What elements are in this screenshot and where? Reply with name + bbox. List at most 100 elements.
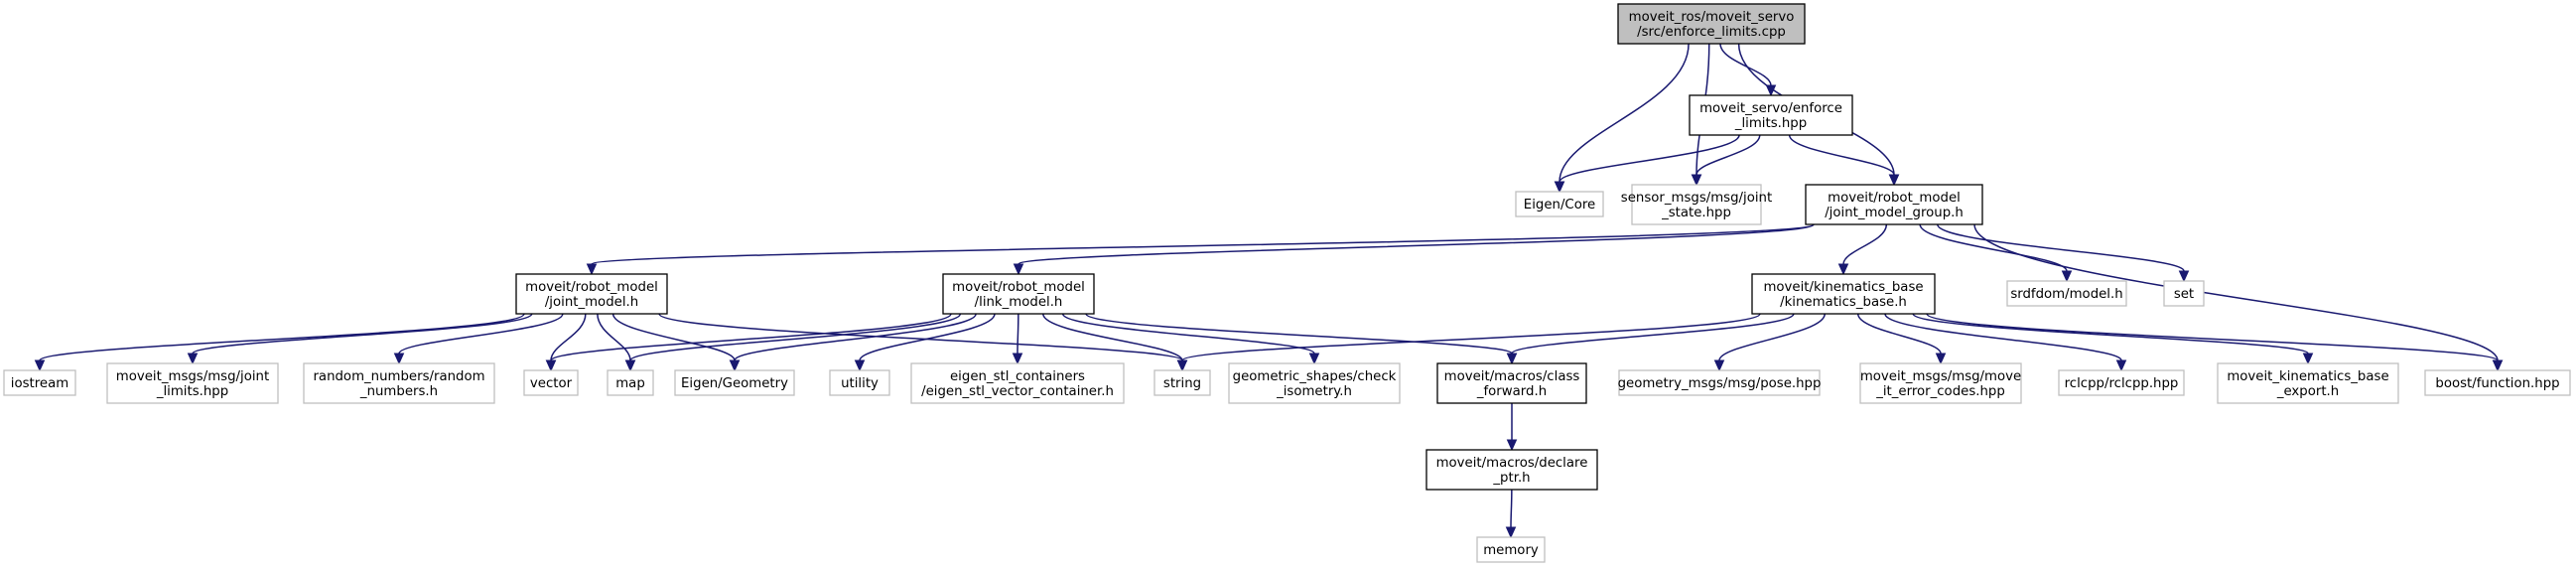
edge-root-to-eigen_core bbox=[1559, 43, 1690, 183]
arrowhead bbox=[1691, 174, 1702, 187]
edge-kin_base-to-string bbox=[1181, 313, 1761, 361]
edge-joint_model-to-joint_limits bbox=[192, 313, 533, 355]
node-class-forward[interactable]: moveit/macros/class_forward.h bbox=[1436, 362, 1587, 404]
arrowhead bbox=[624, 359, 636, 372]
node-box bbox=[515, 273, 668, 315]
arrowhead bbox=[1506, 439, 1518, 452]
node-box bbox=[1617, 3, 1806, 45]
arrowhead bbox=[187, 353, 199, 365]
node-label-line: moveit_msgs/msg/move bbox=[1860, 369, 2021, 384]
node-box bbox=[1436, 362, 1587, 404]
arrowhead bbox=[1505, 526, 1517, 539]
edge-link_model-to-vector bbox=[550, 313, 952, 361]
node-label-line: geometric_shapes/check bbox=[1233, 369, 1397, 384]
node-label-line: memory bbox=[1483, 543, 1539, 558]
node-label-line: moveit/robot_model bbox=[952, 280, 1085, 295]
edge-jmg-to-set bbox=[1937, 223, 2185, 272]
node-box bbox=[2163, 280, 2205, 307]
node-vector: vector bbox=[523, 369, 579, 396]
node-eigen-stl: eigen_stl_containers/eigen_stl_vector_co… bbox=[910, 362, 1125, 404]
arrowhead bbox=[1308, 353, 1320, 365]
edge-jmg-to-boost_function bbox=[1973, 223, 2499, 361]
node-memory: memory bbox=[1476, 536, 1546, 563]
node-label-line: random_numbers/random bbox=[313, 369, 484, 384]
node-box bbox=[942, 273, 1095, 315]
node-error-codes: moveit_msgs/msg/move_it_error_codes.hpp bbox=[1859, 362, 2022, 404]
edge-link_model-to-map bbox=[629, 313, 962, 361]
node-box bbox=[829, 369, 890, 396]
node-box bbox=[523, 369, 579, 396]
node-box bbox=[1476, 536, 1546, 563]
node-label-line: /link_model.h bbox=[975, 295, 1063, 310]
node-label-line: iostream bbox=[11, 376, 68, 391]
node-label-line: utility bbox=[841, 376, 879, 391]
node-utility: utility bbox=[829, 369, 890, 396]
node-label-line: map bbox=[615, 376, 645, 391]
node-label-line: srdfdom/model.h bbox=[2010, 287, 2122, 302]
edge-enforce_hpp-to-eigen_core bbox=[1559, 134, 1740, 183]
edge-enforce_hpp-to-jmg bbox=[1788, 134, 1895, 176]
node-boost-function: boost/function.hpp bbox=[2424, 369, 2571, 396]
arrowhead bbox=[393, 353, 405, 365]
node-random-numbers: random_numbers/random_numbers.h bbox=[303, 362, 495, 404]
node-label-line: string bbox=[1163, 376, 1201, 391]
edge-joint_model-to-eigen_geometry bbox=[611, 313, 736, 361]
arrowhead bbox=[1713, 359, 1725, 372]
node-map: map bbox=[607, 369, 654, 396]
file-nodes: moveit_ros/moveit_servo/src/enforce_limi… bbox=[3, 3, 2571, 563]
edge-kin_base-to-rclcpp bbox=[1884, 313, 2122, 361]
node-label-line: geometry_msgs/msg/pose.hpp bbox=[1618, 376, 1822, 391]
node-box bbox=[3, 369, 76, 396]
node-kin-base[interactable]: moveit/kinematics_base/kinematics_base.h bbox=[1751, 273, 1936, 315]
arrowhead bbox=[1012, 353, 1023, 365]
node-link-model[interactable]: moveit/robot_model/link_model.h bbox=[942, 273, 1095, 315]
node-box bbox=[674, 369, 795, 396]
node-label-line: _state.hpp bbox=[1661, 206, 1731, 220]
arrowhead bbox=[2178, 270, 2190, 283]
node-box bbox=[1805, 184, 1983, 225]
edge-link_model-to-class_forward bbox=[1085, 313, 1513, 355]
edge-link_model-to-eigen_stl bbox=[1017, 313, 1019, 355]
edge-jmg-to-joint_model bbox=[591, 223, 1815, 265]
node-string: string bbox=[1153, 369, 1211, 396]
node-label-line: /joint_model_group.h bbox=[1825, 206, 1964, 220]
node-label-line: moveit/robot_model bbox=[525, 280, 658, 295]
dependency-edges bbox=[34, 43, 2504, 539]
arrowhead bbox=[1506, 353, 1518, 365]
edge-kin_base-to-class_forward bbox=[1511, 313, 1795, 355]
node-joint-model[interactable]: moveit/robot_model/joint_model.h bbox=[515, 273, 668, 315]
node-label-line: moveit_ros/moveit_servo bbox=[1629, 10, 1795, 25]
node-label-line: moveit_msgs/msg/joint bbox=[116, 369, 269, 384]
edge-enforce_hpp-to-joint_state bbox=[1695, 134, 1761, 176]
node-declare-ptr[interactable]: moveit/macros/declare_ptr.h bbox=[1425, 449, 1598, 491]
edge-link_model-to-eigen_geometry bbox=[734, 313, 977, 361]
node-label-line: _numbers.h bbox=[359, 384, 438, 399]
edge-link_model-to-string bbox=[1042, 313, 1183, 361]
node-label-line: vector bbox=[530, 376, 573, 391]
arrowhead bbox=[1013, 263, 1024, 276]
arrowhead bbox=[2061, 270, 2073, 283]
arrowhead bbox=[2302, 353, 2314, 365]
edge-link_model-to-utility bbox=[859, 313, 996, 361]
edge-kin_base-to-pose bbox=[1718, 313, 1826, 361]
node-box bbox=[2006, 280, 2127, 307]
arrowhead bbox=[1554, 181, 1565, 194]
node-label-line: eigen_stl_containers bbox=[950, 369, 1085, 384]
edge-kin_base-to-error_codes bbox=[1856, 313, 1942, 355]
node-jmg[interactable]: moveit/robot_model/joint_model_group.h bbox=[1805, 184, 1983, 225]
node-rclcpp: rclcpp/rclcpp.hpp bbox=[2058, 369, 2185, 396]
edge-kin_base-to-kin_export bbox=[1912, 313, 2309, 355]
arrowhead bbox=[729, 359, 741, 372]
edge-joint_model-to-random_numbers bbox=[398, 313, 564, 355]
node-enforce-hpp[interactable]: moveit_servo/enforce_limits.hpp bbox=[1689, 94, 1853, 136]
arrowhead bbox=[2115, 359, 2127, 372]
node-label-line: _limits.hpp bbox=[156, 384, 228, 399]
node-label-line: moveit/macros/declare bbox=[1436, 456, 1588, 471]
arrowhead bbox=[2492, 359, 2504, 372]
node-pose: geometry_msgs/msg/pose.hpp bbox=[1618, 369, 1822, 396]
node-label-line: _forward.h bbox=[1476, 384, 1547, 399]
node-label-line: Eigen/Geometry bbox=[681, 376, 788, 391]
node-box bbox=[2217, 362, 2399, 404]
node-label-line: _export.h bbox=[2276, 384, 2339, 399]
node-root[interactable]: moveit_ros/moveit_servo/src/enforce_limi… bbox=[1617, 3, 1806, 45]
